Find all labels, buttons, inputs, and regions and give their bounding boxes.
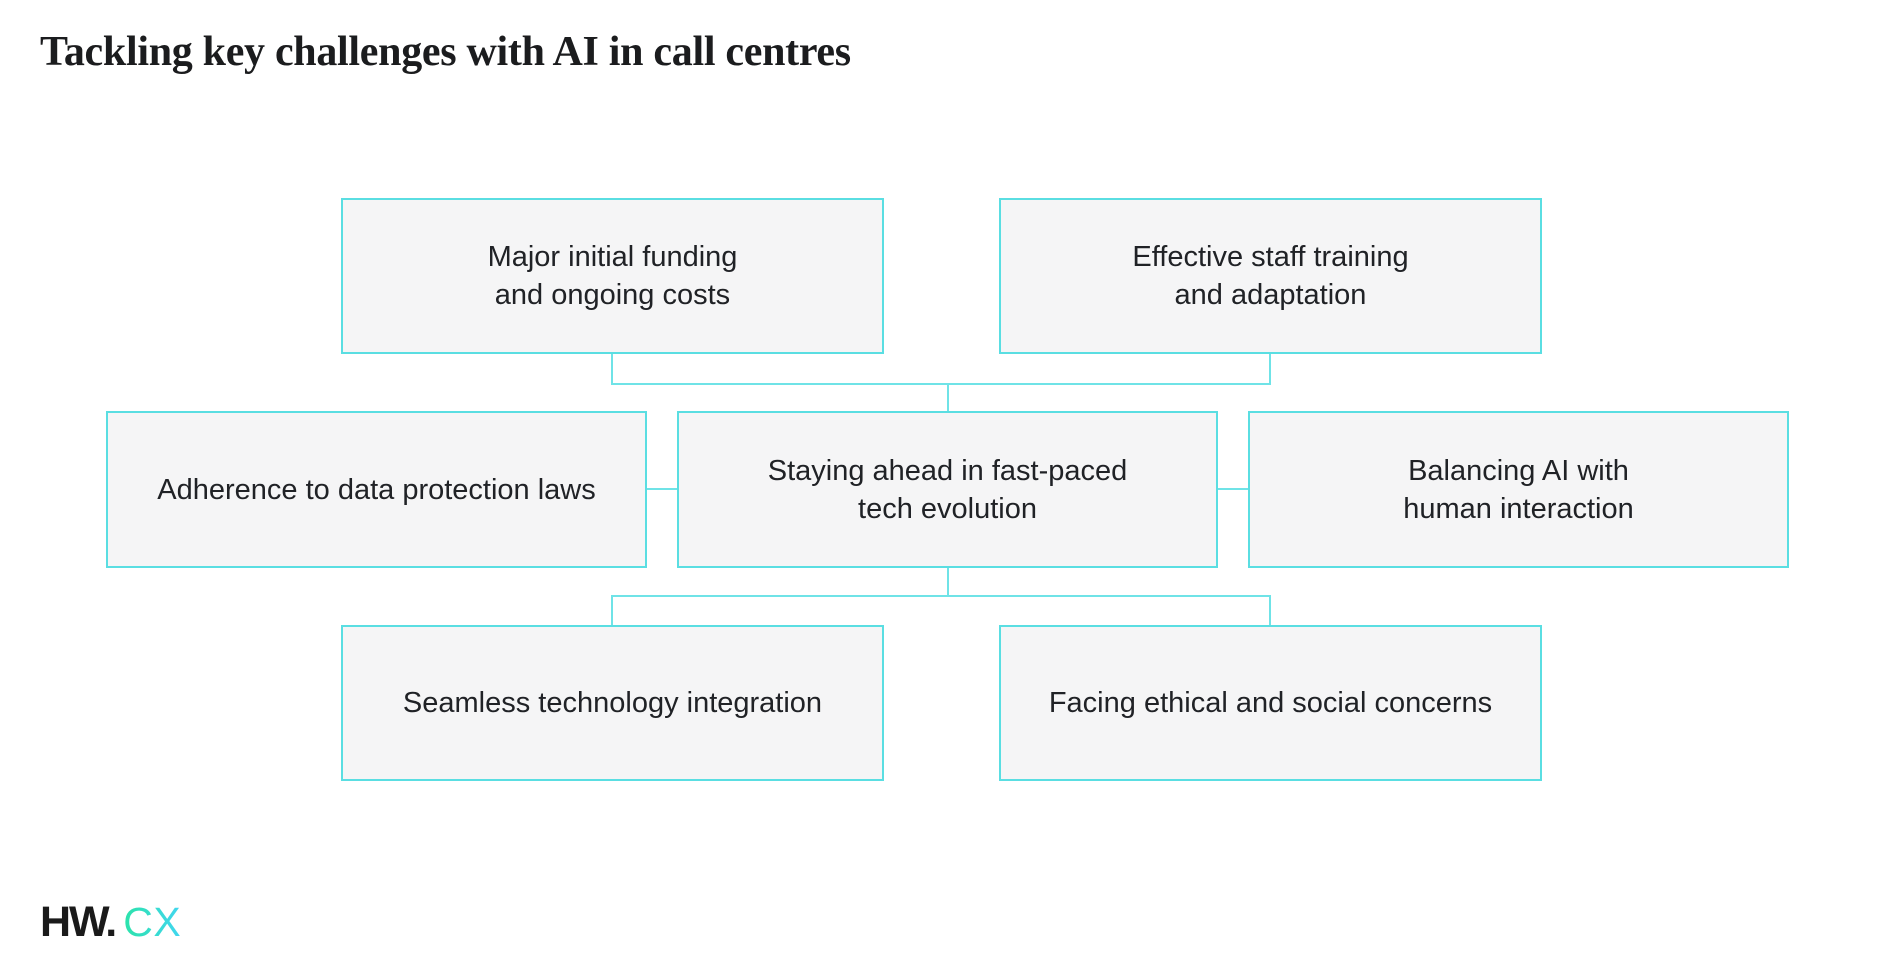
diagram-box-integration: Seamless technology integration — [341, 625, 884, 781]
connector-top-horizontal — [611, 383, 1271, 385]
connector-bottom-center-stub — [947, 568, 949, 595]
page-title: Tackling key challenges with AI in call … — [40, 29, 851, 75]
diagram-box-label: Adherence to data protection laws — [157, 473, 596, 506]
connector-funding-stub — [611, 354, 613, 385]
diagram-box-balance: Balancing AI with human interaction — [1248, 411, 1789, 568]
connector-ethics-stub — [1269, 597, 1271, 625]
connector-right-link — [1218, 488, 1248, 490]
brand-logo-secondary: CX — [123, 899, 182, 945]
connector-bottom-horizontal — [611, 595, 1271, 597]
diagram-box-label: Major initial funding and ongoing costs — [487, 241, 738, 311]
diagram-box-funding: Major initial funding and ongoing costs — [341, 198, 884, 354]
diagram-box-label: Effective staff training and adaptation — [1132, 241, 1409, 311]
brand-logo-primary: HW. — [40, 898, 117, 946]
diagram-box-tech-evolution: Staying ahead in fast-paced tech evoluti… — [677, 411, 1218, 568]
diagram-box-label: Facing ethical and social concerns — [1048, 687, 1493, 719]
connector-top-center-stub — [947, 385, 949, 411]
diagram-box-training: Effective staff training and adaptation — [999, 198, 1542, 354]
diagram-box-ethics: Facing ethical and social concerns — [999, 625, 1542, 781]
diagram-box-data-protection: Adherence to data protection laws — [106, 411, 647, 568]
brand-logo: HW. CX — [40, 901, 181, 944]
connector-left-link — [647, 488, 677, 490]
connector-integration-stub — [611, 597, 613, 625]
connector-training-stub — [1269, 354, 1271, 385]
diagram-box-label: Seamless technology integration — [402, 687, 823, 719]
diagram-box-label: Balancing AI with human interaction — [1403, 454, 1634, 525]
diagram-box-label: Staying ahead in fast-paced tech evoluti… — [767, 454, 1128, 525]
